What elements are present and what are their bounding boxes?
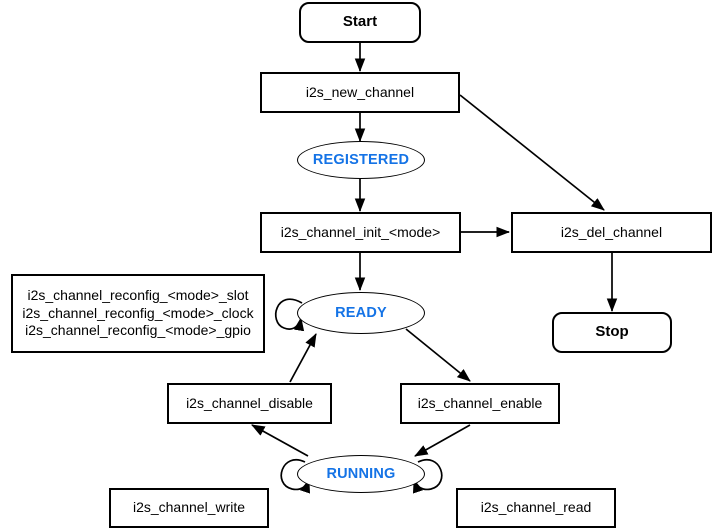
node-i2s-channel-disable[interactable]: i2s_channel_disable (167, 383, 332, 424)
state-registered[interactable]: REGISTERED (297, 141, 425, 179)
node-i2s-channel-init-label: i2s_channel_init_<mode> (280, 223, 441, 240)
edge-channel-disable-to-ready (289, 333, 317, 383)
edge-channel-enable-to-running (414, 424, 471, 457)
node-i2s-channel-enable-label: i2s_channel_enable (417, 394, 543, 411)
node-i2s-channel-reconfig[interactable]: i2s_channel_reconfig_<mode>_slot i2s_cha… (11, 274, 265, 353)
node-i2s-channel-write-label: i2s_channel_write (132, 499, 246, 516)
node-stop-label: Stop (595, 323, 629, 341)
node-start[interactable]: Start (299, 2, 421, 43)
node-i2s-new-channel[interactable]: i2s_new_channel (260, 72, 460, 113)
node-i2s-channel-read-label: i2s_channel_read (480, 499, 592, 516)
reconfig-line-clock: i2s_channel_reconfig_<mode>_clock (22, 304, 254, 321)
node-start-label: Start (342, 13, 378, 31)
state-ready[interactable]: READY (297, 292, 425, 334)
state-registered-label: REGISTERED (312, 152, 410, 168)
node-i2s-channel-init[interactable]: i2s_channel_init_<mode> (260, 212, 461, 253)
edge-new-channel-to-del-channel (459, 94, 605, 211)
node-i2s-del-channel[interactable]: i2s_del_channel (511, 212, 712, 253)
node-i2s-channel-write[interactable]: i2s_channel_write (109, 488, 269, 528)
state-ready-label: READY (335, 305, 387, 321)
node-i2s-channel-disable-label: i2s_channel_disable (186, 394, 313, 411)
node-i2s-del-channel-label: i2s_del_channel (560, 223, 663, 240)
state-running-label: RUNNING (326, 466, 396, 482)
reconfig-line-gpio: i2s_channel_reconfig_<mode>_gpio (25, 322, 251, 339)
node-i2s-new-channel-label: i2s_new_channel (305, 83, 415, 100)
node-i2s-channel-read[interactable]: i2s_channel_read (456, 488, 616, 528)
edge-ready-to-channel-enable (405, 328, 471, 382)
state-running[interactable]: RUNNING (297, 455, 425, 493)
node-i2s-channel-enable[interactable]: i2s_channel_enable (400, 383, 560, 424)
node-stop[interactable]: Stop (552, 312, 672, 353)
reconfig-line-slot: i2s_channel_reconfig_<mode>_slot (27, 287, 249, 304)
edge-running-to-channel-disable (251, 424, 309, 457)
